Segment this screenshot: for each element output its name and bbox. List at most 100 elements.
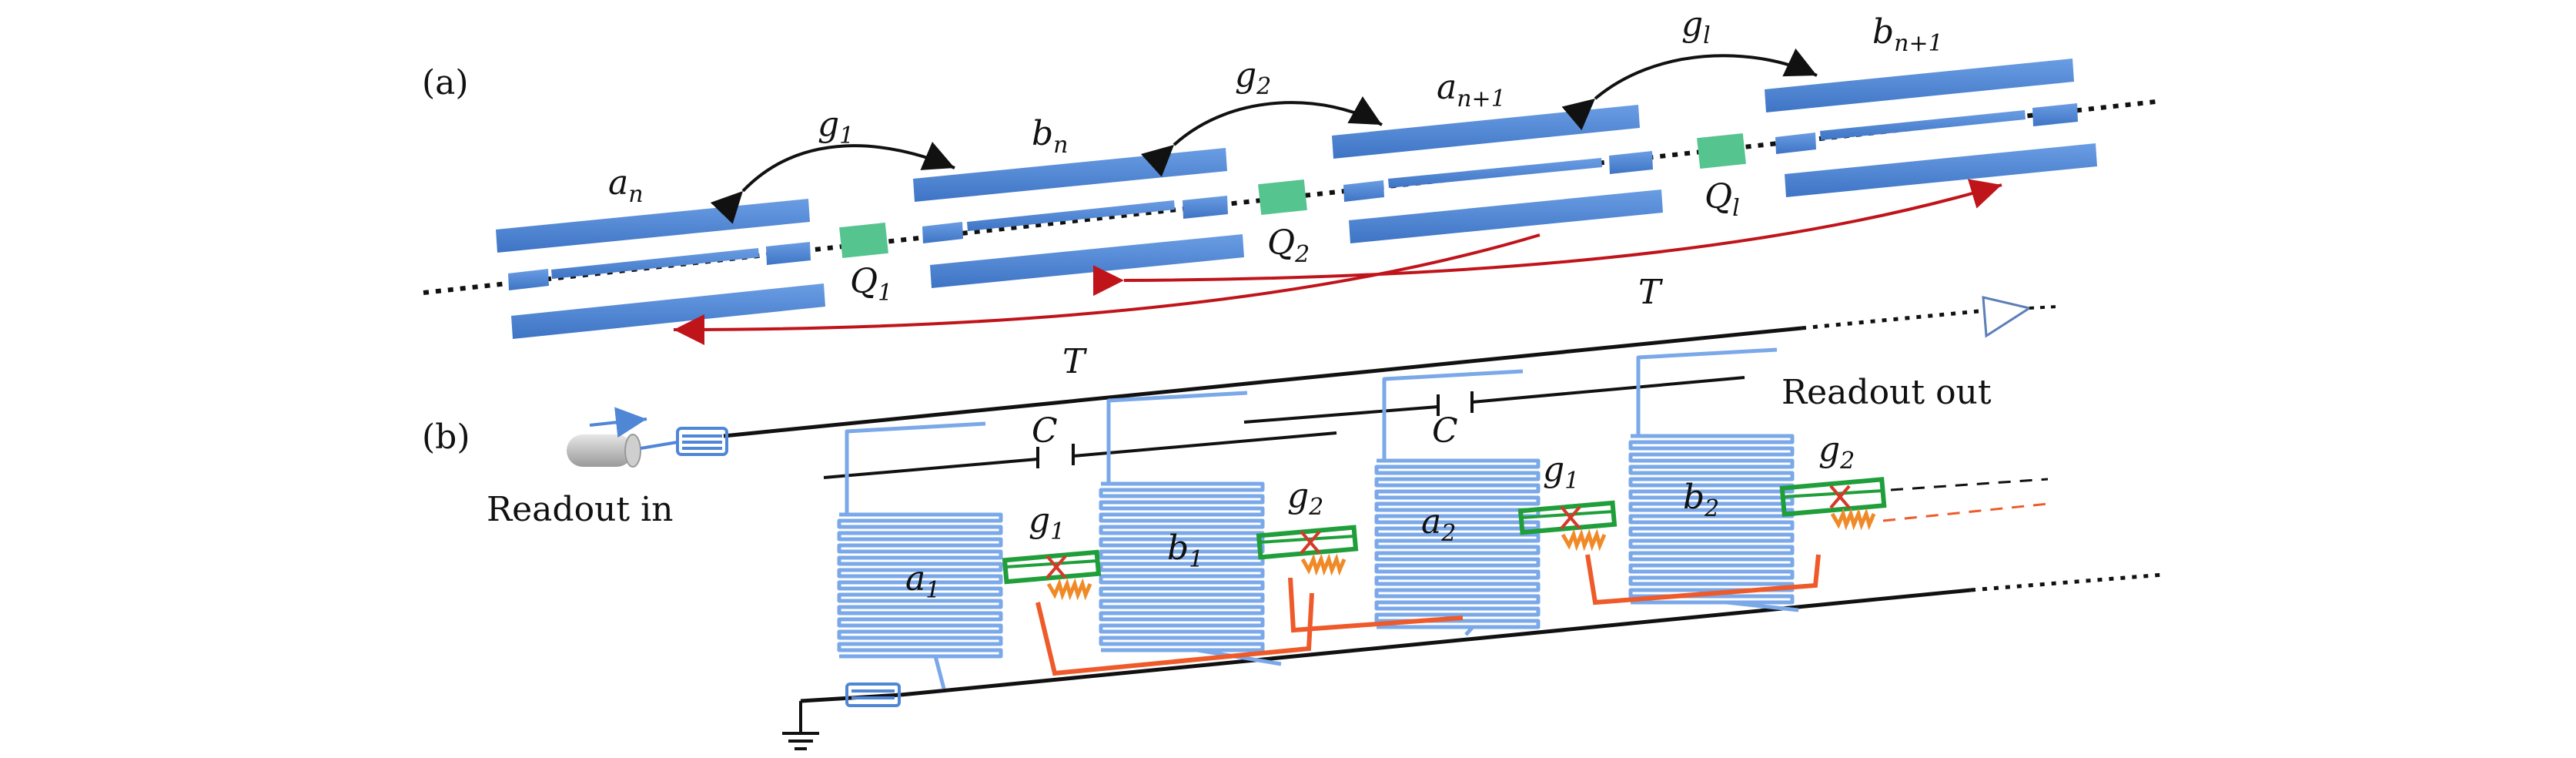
junction-cross [1560,505,1581,530]
cap-wire-left [1243,405,1439,424]
bar-middle-long [1820,110,2026,140]
feedline-top [723,326,1802,438]
coupler-frame [1256,525,1359,560]
coupling-arrow-g2 [1140,96,1383,177]
label-t-a: T [1638,273,1664,312]
connector-wire [640,441,678,450]
label-sub: 1 [839,122,854,149]
label-sub: n [628,181,643,208]
label-g2-second: g2 [1818,430,1855,475]
label-sub: 2 [1308,494,1323,521]
cap-wire-right [1072,431,1337,458]
coupler-g1-second [1517,500,1821,605]
capacitor-c-right [1243,376,1745,424]
bias-line [1035,592,1314,676]
label-sub: n+1 [1457,86,1506,112]
cap-wire-right [1471,376,1745,404]
label-base: Q [1705,177,1732,216]
label-base: a [905,559,925,599]
ground-line-left [800,693,902,703]
label-ql: Ql [1705,177,1740,222]
label-q2: Q2 [1267,223,1310,268]
label-base: a [1421,502,1441,542]
label-base: Q [1267,223,1295,263]
label-g2: g2 [1235,55,1271,100]
connector-body [567,434,633,467]
label-a-n-plus-1: an+1 [1437,68,1506,112]
label-base: a [1437,68,1457,107]
bar-middle [922,222,963,243]
label-sub: l [1703,22,1711,49]
input-coupler-icon [676,427,728,456]
label-base: g [1029,501,1050,540]
panel-a-label: (a) [422,63,469,102]
label-b-n-plus-1: bn+1 [1872,12,1943,57]
label-base: g [1235,55,1256,95]
meander-path [1099,481,1265,652]
label-q1: Q1 [850,262,892,307]
label-sub: l [1732,195,1740,222]
bar-top [1765,59,2074,112]
label-sub: 1 [1189,546,1203,573]
label-base: g [1681,5,1703,44]
t-arrow-right [1092,179,2002,297]
squid-spring [1561,528,1607,552]
meander-top-lead [845,421,986,515]
coupler-frame [1779,477,1887,517]
label-base: g [1287,476,1309,515]
coupler-box [845,683,901,707]
feedline-top-dotted [1801,309,1979,330]
label-gl: gl [1681,5,1711,49]
junction-cross [1045,555,1067,579]
meander-path [837,512,1003,659]
qubit-ql [1697,132,1746,169]
junction-cross [1829,485,1851,509]
bottom-coupler-icon [845,683,901,707]
qubit-q1 [839,222,888,259]
label-sub: n+1 [1894,30,1943,57]
resonator-b-n-plus-1 [1765,59,2097,197]
junction-cross [1300,530,1321,555]
ground-line-dotted [1970,572,2164,592]
label-sub: n [1053,132,1068,159]
readout-in-label: Readout in [487,490,673,529]
coupler-g1-first [1002,549,1314,676]
coupling-arrow-gl [1561,48,1818,131]
continuation-orange-dash [1882,502,2049,522]
meander-ground-lead [933,656,946,689]
bar-bottom [1349,190,1663,243]
panel-b: (b) T [422,305,2164,750]
bar-middle-long [967,200,1175,231]
coupler-frame [1517,500,1618,535]
label-g1-first: g1 [1029,501,1065,545]
continuation-black-dash [1890,478,2049,491]
label-b1: b1 [1167,528,1203,573]
label-base: b [1872,12,1894,52]
ground-symbol-icon [782,701,819,750]
meander-b1 [1099,391,1282,666]
bar-middle-end [2032,103,2078,126]
meander-top-lead [1106,391,1248,484]
label-base: Q [850,262,878,301]
label-sub: 1 [925,577,940,604]
capacitor-c-left [823,431,1337,479]
meander-top-lead [1382,369,1524,461]
label-sub: 1 [1564,468,1579,495]
meander-a1 [837,421,1003,689]
label-base: b [1683,478,1705,517]
label-sub: 1 [1050,518,1065,545]
bar-top [496,199,810,253]
bias-line [1585,554,1821,605]
label-g1-second: g1 [1543,450,1579,495]
readout-out-label: Readout out [1781,373,1992,412]
connector-end [624,434,641,468]
bar-middle-end [766,242,811,265]
bar-middle [1775,132,1816,154]
qubit-q2 [1258,179,1307,216]
label-sub: 1 [878,280,892,307]
label-base: b [1167,528,1189,568]
meander-b2 [1628,347,1799,612]
cap-wire-left [823,458,1039,479]
bar-middle-end [1609,151,1653,174]
squid-spring [1046,578,1092,601]
